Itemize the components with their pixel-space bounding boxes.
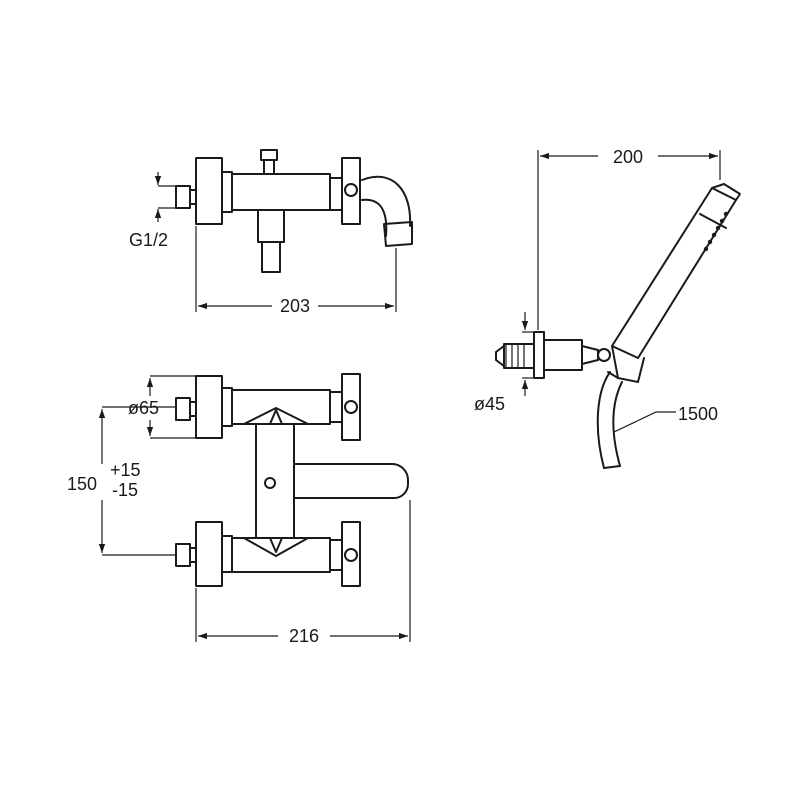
- centers-tolerance-minus: -15: [112, 480, 138, 500]
- top-view: G1/2 203: [129, 149, 413, 316]
- shower-reach-label: 200: [613, 147, 643, 167]
- thread-label: G1/2: [129, 230, 168, 250]
- centers-nominal-label: 150: [67, 474, 97, 494]
- front-width-label: 216: [289, 626, 319, 646]
- hose-length-label: 1500: [678, 404, 718, 424]
- front-view: ø65 150 +15 -15 216: [67, 373, 411, 646]
- hand-shower-view: 200 1500 ø45: [474, 147, 741, 469]
- flange-diameter-label: ø65: [128, 398, 159, 418]
- bracket-diameter-label: ø45: [474, 394, 505, 414]
- top-width-label: 203: [280, 296, 310, 316]
- centers-tolerance-plus: +15: [110, 460, 141, 480]
